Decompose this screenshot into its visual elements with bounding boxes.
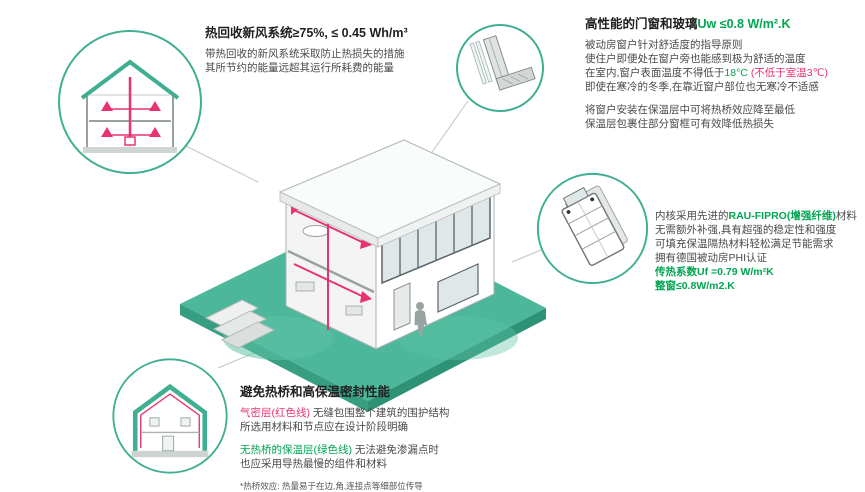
windows-line3-note: (不低于室温3℃)	[750, 67, 828, 79]
insulation-layer-label: 无热桥的保温层(绿色线)	[240, 444, 352, 456]
windows-title: 高性能的门窗和玻璃Uw ≤0.8 W/m².K	[585, 13, 861, 32]
window-corner-icon	[456, 24, 544, 112]
windows-line3: 在室内,窗户表面温度不得低于18°C (不低于室温3℃)	[585, 66, 861, 80]
profile-line2: 无需额外补强,具有超强的稳定性和强度	[655, 224, 837, 236]
profile-line4: 拥有德国被动房PHI认证	[655, 252, 768, 264]
windows-line3-temp: 18°C	[724, 67, 751, 79]
windows-section: 高性能的门窗和玻璃Uw ≤0.8 W/m².K 被动房窗户针对舒适度的指导原则 …	[585, 13, 861, 131]
windows-line5: 将窗户安装在保温层中可将热桥效应降至最低	[585, 104, 795, 116]
airtight-layer-text: 无缝包围整个建筑的围护结构	[310, 407, 450, 419]
profile-section: 内核采用先进的RAU-FIPRO(增强纤维)材料 无需额外补强,具有超强的稳定性…	[655, 209, 863, 293]
insulation-layer-text: 无法避免渗漏点时	[352, 444, 439, 456]
windows-line6: 保温层包裹住部分窗框可有效降低热损失	[585, 118, 774, 130]
profile-line1-suffix: 材料	[835, 210, 857, 222]
profile-uw-value: 整窗≤0.8W/m2.K	[655, 280, 735, 292]
profile-line1-text: 内核采用先进的	[655, 210, 729, 222]
window-profile-icon	[536, 172, 649, 285]
profile-uf-value: 传热系数Uf =0.79 W/m²K	[655, 266, 774, 278]
profile-line1-material: RAU-FIPRO(增强纤维)	[728, 210, 836, 222]
window-profile-illustration	[535, 171, 650, 286]
thermal-airtight-line: 气密层(红色线) 无缝包围整个建筑的围护结构	[240, 406, 520, 420]
thermal-line2: 所选用材料和节点应在设计阶段明确	[240, 421, 408, 433]
thermal-title: 避免热桥和高保温密封性能	[240, 385, 391, 399]
thermal-line4: 也应采用导热最慢的组件和材料	[240, 458, 387, 470]
profile-line3: 可填充保温隔热材料轻松满足节能需求	[655, 238, 834, 250]
insulation-illustration	[106, 352, 234, 480]
heat-recovery-line2: 其所节约的能量远超其运行所耗费的能量	[205, 62, 394, 74]
windows-line2: 使住户即便处在窗户旁也能感到极为舒适的温度	[585, 53, 806, 65]
heat-recovery-title: 热回收新风系统≥75%, ≤ 0.45 Wh/m³	[205, 26, 408, 40]
house-section-icon	[58, 30, 202, 174]
windows-line3-text: 在室内,窗户表面温度不得低于	[585, 67, 725, 79]
thermal-insulation-line: 无热桥的保温层(绿色线) 无法避免渗漏点时	[240, 443, 520, 457]
profile-line1: 内核采用先进的RAU-FIPRO(增强纤维)材料	[655, 209, 863, 223]
insulated-house-icon	[112, 358, 228, 474]
thermal-footnote: *热桥效应: 热量易于在边,角,连接点等细部位传导	[240, 481, 423, 491]
windows-title-text: 高性能的门窗和玻璃	[585, 17, 698, 31]
heat-recovery-line1: 带热回收的新风系统采取防止热损失的措施	[205, 48, 405, 60]
heat-recovery-section: 热回收新风系统≥75%, ≤ 0.45 Wh/m³ 带热回收的新风系统采取防止热…	[205, 22, 475, 75]
windows-title-uw-value: Uw ≤0.8 W/m².K	[697, 17, 791, 31]
windows-line4: 即使在寒冷的冬季,在靠近窗户部位也无寒冷不适感	[585, 81, 819, 93]
thermal-section: 避免热桥和高保温密封性能 气密层(红色线) 无缝包围整个建筑的围护结构 所选用材…	[240, 381, 520, 492]
isometric-house-illustration	[180, 139, 546, 412]
heat-recovery-illustration	[57, 29, 203, 175]
person-silhouette	[414, 302, 427, 336]
window-corner-illustration	[455, 23, 545, 113]
windows-line1: 被动房窗户针对舒适度的指导原则	[585, 39, 743, 51]
airtight-layer-label: 气密层(红色线)	[240, 407, 310, 419]
